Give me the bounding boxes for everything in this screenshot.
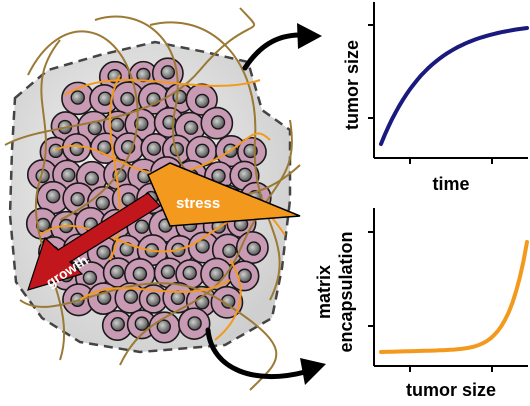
arrow-head-top [297, 23, 322, 49]
tumor-cell [61, 81, 95, 116]
tumor-cell [39, 136, 71, 168]
connector-arrows [205, 23, 326, 385]
tumor-cell [113, 132, 145, 164]
stress-label: stress [176, 195, 220, 212]
stress-arrow: stress [147, 162, 301, 227]
tumor-cell [126, 309, 157, 340]
arrow-to-bottom-chart [205, 327, 308, 380]
top-series-line [379, 26, 529, 146]
bottom-series-line [379, 240, 529, 354]
arrow-head-bottom [300, 358, 326, 385]
tumor-cell [148, 311, 181, 344]
tumor-cell [175, 259, 206, 290]
arrow-to-top-chart [242, 32, 303, 71]
bottom-ylabel-line-1: matrix [314, 265, 334, 319]
tumor-cell [177, 307, 211, 340]
bottom-xlabel: tumor size [406, 380, 496, 400]
tumor-cell [210, 285, 244, 319]
tumor-cell [200, 257, 233, 291]
chart-matrix-encapsulation-vs-tumor-size: tumor size matrix encapsulation [314, 208, 529, 400]
bottom-ylabel-line-2: encapsulation [336, 231, 356, 352]
tumor-cell [228, 260, 260, 292]
matrix-fibers [4, 7, 301, 391]
tumor-cell [25, 207, 59, 240]
top-xlabel: time [432, 174, 469, 194]
tumor-cell [128, 60, 159, 91]
top-ylabel: tumor size [342, 40, 362, 130]
tumor-cell [200, 106, 234, 140]
chart-tumor-size-vs-time: time tumor size [342, 2, 529, 194]
tumor-cell [185, 83, 218, 116]
